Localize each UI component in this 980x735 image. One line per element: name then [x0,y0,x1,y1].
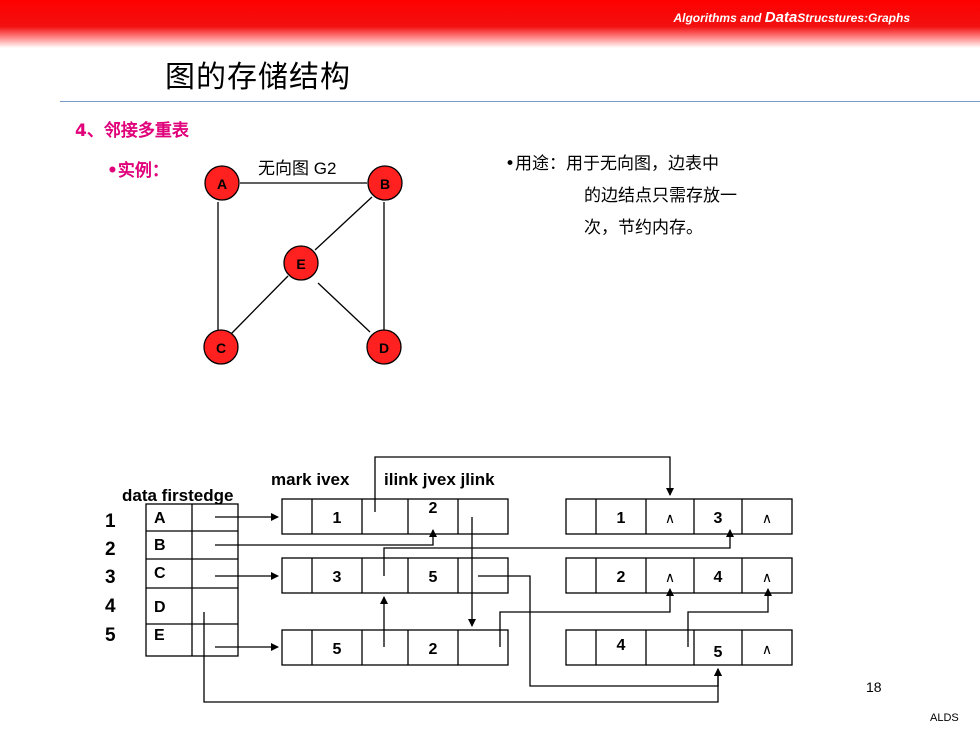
vertex-b: B [367,165,403,201]
edge-ivex: 1 [617,510,626,527]
pointer-edge35-ilink [383,529,734,576]
edge-jvex: 2 [429,500,438,517]
edge-jvex: 2 [429,641,438,658]
section-heading: 4、邻接多重表 [75,121,189,141]
edge-jvex: 5 [714,644,723,661]
edge-ivex: 2 [617,569,626,586]
vertex-data-cell: B [154,537,166,554]
edge-node-3-5 [281,557,509,594]
vertex-d-label: D [379,340,389,356]
page-number: 18 [866,679,882,695]
slide-title: 图的存储结构 [165,60,351,95]
vertex-c-label: C [216,340,226,356]
usage-line-1: •用途：用于无向图，边表中 [505,154,720,174]
edge-ivex: 3 [333,569,342,586]
edge-node-1-2 [281,498,509,535]
vertex-data-cell: E [154,627,165,644]
edge-node-2-4 [565,557,793,594]
edge-ivex: 5 [333,641,342,658]
edge-node-5-2 [281,629,509,666]
edge-b-e [314,196,373,251]
row-index: 3 [105,567,116,588]
null-pointer: ∧ [762,510,772,526]
row-index: 1 [105,511,116,532]
pointer-edge35-jlink [478,575,722,687]
usage-line-3: 次，节约内存。 [584,218,703,238]
header-banner [0,0,980,48]
row-index: 4 [105,596,116,617]
usage-text: •用途：用于无向图，边表中 的边结点只需存放一 次，节约内存。 [505,148,737,244]
null-pointer: ∧ [665,569,675,585]
vertex-data-cell: D [154,599,166,616]
header-suffix: Strucstures:Graphs [797,11,910,25]
vertex-e: E [283,245,319,281]
null-pointer: ∧ [762,641,772,657]
vertex-a: A [204,165,240,201]
null-pointer: ∧ [665,510,675,526]
row-index: 5 [105,625,116,646]
pointer-edge45-ilink [687,588,772,647]
edge-jvex: 3 [714,510,723,527]
edge-node-1-3 [565,498,793,535]
edge-ivex: 1 [333,510,342,527]
title-divider [60,101,980,102]
vertex-table [145,503,239,657]
edge-jvex: 4 [714,569,723,586]
pointer-d-firstedge [203,612,722,703]
edge-node-4-5 [565,629,793,666]
vertex-table-header: data firstedge [122,486,233,505]
example-label: •实例： [107,161,169,181]
vertex-data-cell: A [154,510,166,527]
vertex-b-label: B [380,176,390,192]
vertex-c: C [203,329,239,365]
edge-header-right: ilink jvex jlink [384,470,495,489]
vertex-e-label: E [296,256,305,272]
row-index: 2 [105,539,116,560]
graph-caption: 无向图 G2 [258,159,336,178]
pointer-edge12-ilink [374,456,674,512]
vertex-d: D [366,329,402,365]
pointer-b-firstedge [215,529,437,546]
edge-header-left: mark ivex [271,470,350,489]
edge-e-d [317,282,371,333]
edge-c-e [230,275,289,335]
header-emph: Data [764,9,798,26]
vertex-data-cell: C [154,565,166,582]
edge-ivex: 4 [617,637,626,654]
footer-label: ALDS [930,712,959,724]
null-pointer: ∧ [762,569,772,585]
header-prefix: Algorithms and [673,11,765,25]
vertex-a-label: A [217,176,227,192]
edge-jvex: 5 [429,569,438,586]
pointer-edge52-jlink [499,588,674,647]
header-course-title: Algorithms and DataStrucstures:Graphs [673,9,910,26]
usage-line-2: 的边结点只需存放一 [584,186,737,206]
